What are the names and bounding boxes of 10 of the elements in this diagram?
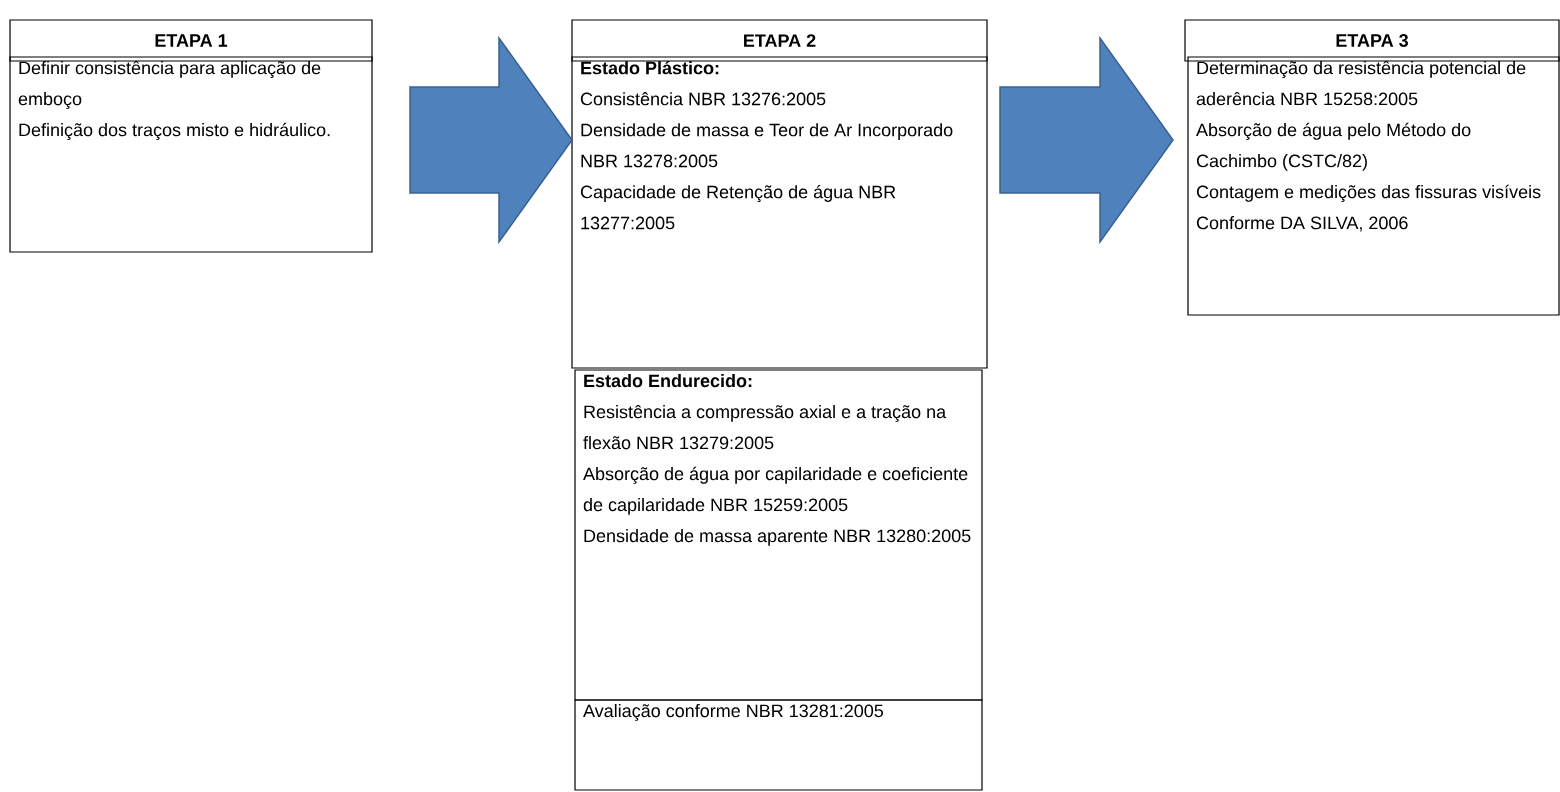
- header-box: ETAPA 3: [1184, 19, 1560, 62]
- header-box: ETAPA 1: [9, 19, 373, 62]
- text-box: Determinação da resistência potencial de aderência NBR 15258:2005 Absorção de água pelo Método do Cachimbo (CSTC/82) Contagem e medições das fissuras visíveis Conforme DA SILVA, 2006: [1187, 56, 1560, 316]
- header-box: ETAPA 2: [571, 19, 988, 62]
- block-arrow: [999, 35, 1174, 245]
- text-box: Estado Endurecido: Resistência a compressão axial e a tração na flexão NBR 13279:2005 Absorção de água por capilaridade e coeficiente de capilaridade NBR 15259:2005 Densidade de massa aparente NBR 13280:2005: [574, 369, 983, 701]
- text-box: Estado Plástico: Consistência NBR 13276:2005 Densidade de massa e Teor de Ar Incorporado NBR 13278:2005 Capacidade de Retenção de água NBR 13277:2005: [571, 56, 988, 369]
- text-box: Definir consistência para aplicação de emboço Definição dos traços misto e hidráulico.: [9, 56, 373, 253]
- block-arrow: [409, 35, 573, 245]
- text-box: Avaliação conforme NBR 13281:2005: [574, 699, 983, 791]
